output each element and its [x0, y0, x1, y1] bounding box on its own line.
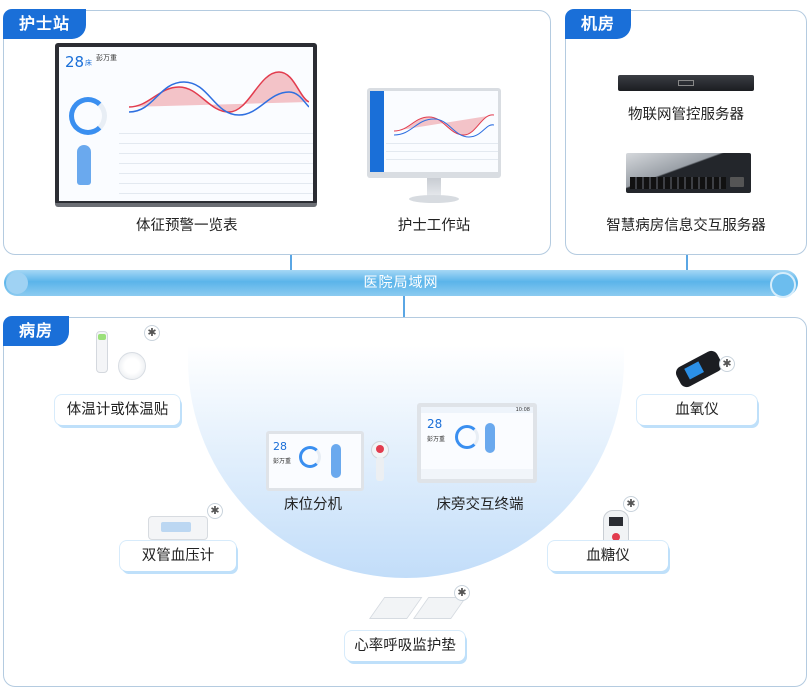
screen-gauge [69, 97, 107, 135]
bedside-unit-device: 28 彭万重 [266, 431, 364, 491]
bedside-unit-body [331, 444, 341, 478]
connector-nurse-station [290, 255, 292, 270]
bluetooth-icon: ✱ [207, 503, 223, 519]
terminal-patient: 彭万重 [427, 436, 446, 443]
bedside-unit-gauge [299, 446, 321, 468]
terminal-gauge [455, 425, 479, 449]
info-server-label: 智慧病房信息交互服务器 [606, 218, 766, 234]
thermometer-label-card: 体温计或体温贴 [55, 395, 180, 425]
temperature-patch-device [118, 352, 146, 380]
bedside-terminal-screen: 10:08 28 彭万重 [421, 407, 533, 479]
oximeter-label-card: 血氧仪 [637, 395, 757, 425]
blood-pressure-label-card: 双管血压计 [120, 541, 236, 571]
bluetooth-icon: ✱ [623, 496, 639, 512]
workstation-screen [370, 91, 498, 172]
glucose-label-card: 血糖仪 [548, 541, 668, 571]
nurse-workstation-label: 护士工作站 [397, 218, 471, 234]
screen-bed-number: 28 [65, 53, 85, 71]
workstation-wave-chart [394, 114, 494, 138]
vital-warning-screen: 28 床 彭万重 [59, 47, 313, 201]
bluetooth-icon: ✱ [454, 585, 470, 601]
connector-machine-room [686, 255, 688, 270]
blood-pressure-device [148, 516, 208, 540]
bluetooth-icon: ✱ [144, 325, 160, 341]
bedside-unit-label: 床位分机 [284, 497, 342, 513]
terminal-nav-bar [421, 469, 533, 479]
nurse-station-tag: 护士站 [3, 9, 87, 39]
machine-room-tag: 机房 [565, 9, 632, 39]
screen-wave-chart [129, 71, 309, 116]
hospital-lan-bar: 医院局域网 [4, 270, 798, 298]
workstation-base [409, 195, 459, 203]
iot-server-unit [618, 75, 754, 91]
bedside-unit-bed-no: 28 [273, 440, 287, 453]
bedside-unit-patient: 彭万重 [273, 458, 292, 465]
terminal-header-bar [421, 407, 533, 413]
terminal-time: 10:08 [515, 407, 530, 413]
iot-server-label: 物联网管控服务器 [628, 107, 744, 123]
bluetooth-icon: ✱ [719, 356, 735, 372]
machine-room-panel: 机房 物联网管控服务器 智慧病房信息交互服务器 [565, 9, 807, 255]
bedside-unit-screen: 28 彭万重 [269, 434, 361, 488]
nurse-station-panel: 护士站 28 床 彭万重 体征预警一览表 护士工作站 [3, 9, 551, 255]
screen-bed-unit: 床 [85, 59, 92, 67]
workstation-neck [427, 178, 441, 196]
bedside-terminal-device: 10:08 28 彭万重 [417, 403, 537, 483]
terminal-bed-no: 28 [427, 417, 443, 431]
info-server-unit [626, 153, 751, 193]
hospital-lan-label: 医院局域网 [363, 275, 439, 291]
display-stand [55, 203, 317, 207]
nurse-workstation-monitor [367, 88, 501, 178]
workstation-sidebar [370, 91, 384, 172]
ward-tag: 病房 [3, 316, 70, 346]
screen-body-figure [77, 145, 91, 185]
monitor-pad-label-card: 心率呼吸监护垫 [345, 631, 465, 661]
call-handset-device [369, 441, 391, 481]
terminal-body [485, 423, 495, 453]
screen-patient-name: 彭万重 [96, 54, 117, 62]
thermometer-device [96, 331, 108, 373]
bedside-terminal-label: 床旁交互终端 [436, 497, 524, 513]
connector-ward [403, 296, 405, 317]
monitor-pad-device [368, 597, 469, 621]
vital-warning-display: 28 床 彭万重 [55, 43, 317, 205]
glucose-meter-device [603, 510, 629, 546]
vital-warning-label: 体征预警一览表 [136, 218, 238, 234]
